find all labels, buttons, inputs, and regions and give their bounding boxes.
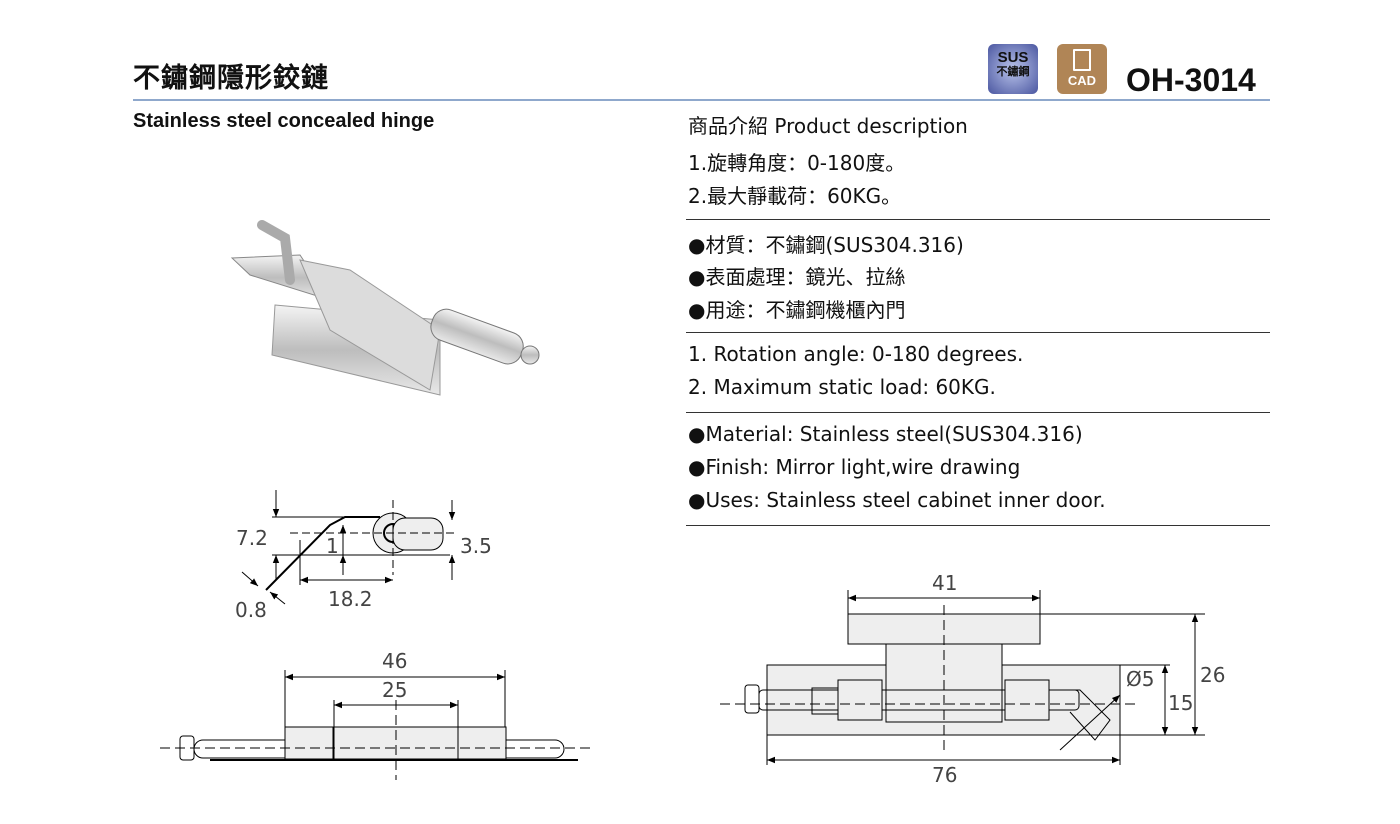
dim-label: 46 xyxy=(382,649,407,673)
top-view-drawing xyxy=(720,590,1205,765)
title-divider xyxy=(133,99,1270,101)
front-view-drawing xyxy=(160,670,590,780)
divider xyxy=(686,219,1270,220)
sus-stainless-badge-icon: SUS 不鏽鋼 xyxy=(988,44,1038,94)
dim-label: 26 xyxy=(1200,663,1225,687)
dim-label: 41 xyxy=(932,571,957,595)
sus-badge-text: SUS xyxy=(997,49,1029,66)
feature-line: ●Uses: Stainless steel cabinet inner doo… xyxy=(688,488,1106,512)
document-icon xyxy=(1073,49,1091,71)
dim-label: 15 xyxy=(1168,691,1193,715)
cad-download-icon[interactable]: CAD xyxy=(1057,44,1107,94)
description-heading: 商品介紹 Product description xyxy=(688,114,968,138)
feature-line: ●表面處理：鏡光、拉絲 xyxy=(688,265,906,289)
model-number: OH-3014 xyxy=(1126,62,1256,98)
divider xyxy=(686,332,1270,333)
feature-line: ●Finish: Mirror light,wire drawing xyxy=(688,455,1021,479)
dim-label: 7.2 xyxy=(236,526,268,550)
feature-line: ●材質：不鏽鋼(SUS304.316) xyxy=(688,233,964,257)
dim-label: 0.8 xyxy=(235,598,267,622)
spec-line: 1. Rotation angle: 0-180 degrees. xyxy=(688,342,1024,366)
dim-label: 76 xyxy=(932,763,957,787)
dim-label: Ø5 xyxy=(1126,667,1154,691)
sus-badge-subtext: 不鏽鋼 xyxy=(996,66,1030,78)
cad-label: CAD xyxy=(1067,73,1097,88)
hinge-photo xyxy=(230,220,540,396)
spec-line: 2. Maximum static load: 60KG. xyxy=(688,375,996,399)
dim-label: 3.5 xyxy=(460,534,492,558)
page-subtitle: Stainless steel concealed hinge xyxy=(133,110,435,132)
dim-label: 18.2 xyxy=(328,587,373,611)
dim-label: 25 xyxy=(382,678,407,702)
feature-line: ●Material: Stainless steel(SUS304.316) xyxy=(688,422,1083,446)
side-view-drawing xyxy=(241,490,456,605)
dim-label: 1 xyxy=(326,534,339,558)
spec-line: 1.旋轉角度：0-180度。 xyxy=(688,151,906,175)
page-title: 不鏽鋼隱形鉸鏈 xyxy=(133,63,329,94)
spec-line: 2.最大靜載荷：60KG。 xyxy=(688,184,902,208)
feature-line: ●用途：不鏽鋼機櫃內門 xyxy=(688,298,906,322)
divider xyxy=(686,525,1270,526)
divider xyxy=(686,412,1270,413)
